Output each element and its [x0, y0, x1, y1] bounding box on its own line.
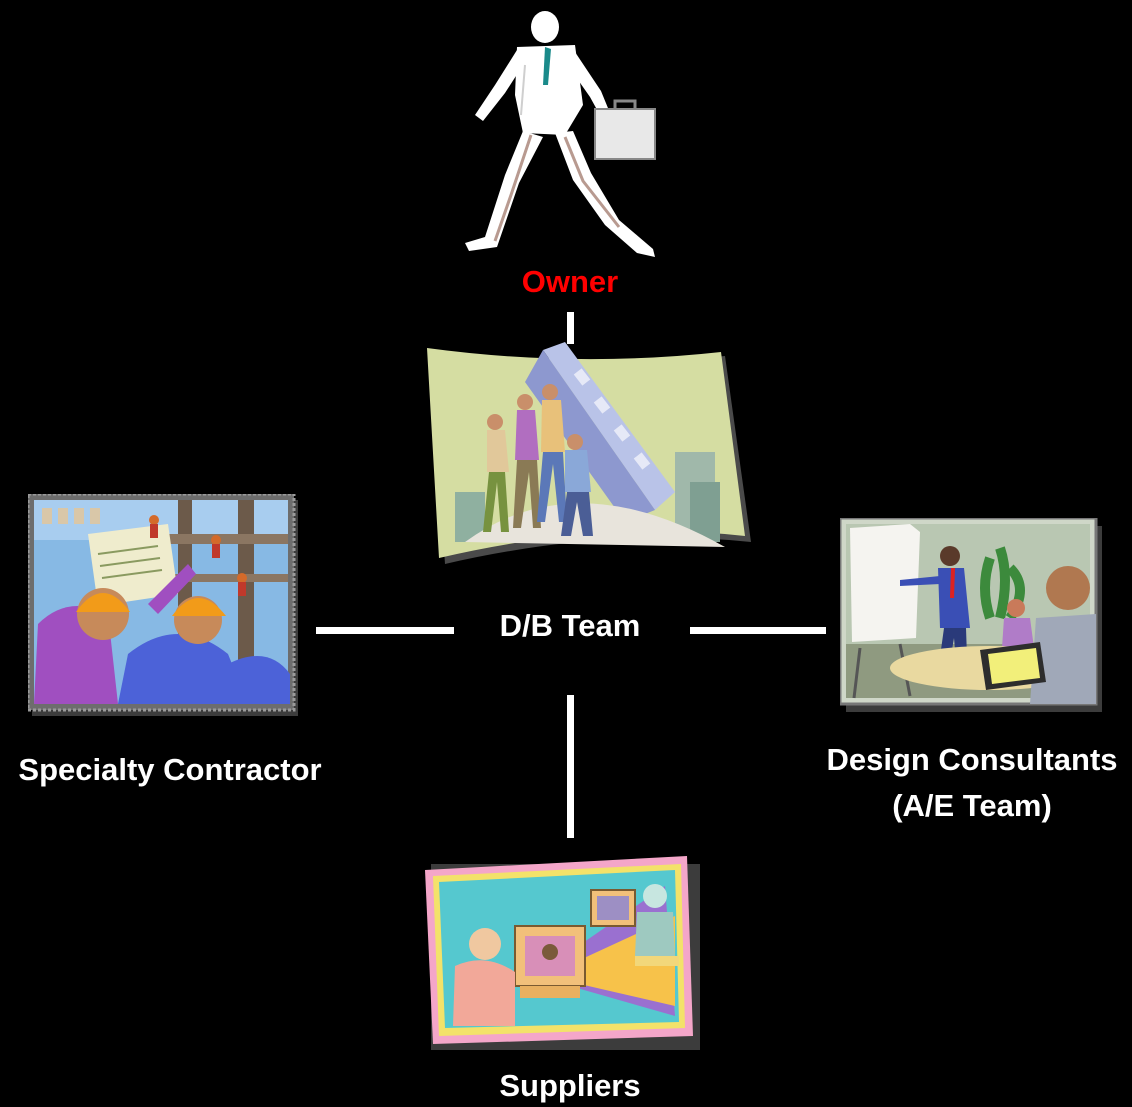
db-team-label: D/B Team — [499, 608, 641, 643]
specialty-db-connector — [316, 627, 454, 634]
db-suppliers-connector — [567, 695, 574, 838]
suppliers-label: Suppliers — [499, 1068, 641, 1103]
design-consultants-label-line1: Design Consultants — [826, 742, 1118, 777]
design-consultants-illustration-icon — [840, 518, 1102, 712]
owner-label: Owner — [521, 264, 619, 299]
owner-db-connector — [567, 312, 574, 344]
specialty-contractor-illustration-icon — [28, 494, 301, 718]
db-design-connector — [690, 627, 826, 634]
suppliers-illustration-icon — [425, 856, 700, 1050]
specialty-contractor-label: Specialty Contractor — [18, 752, 322, 787]
design-consultants-label-line2: (A/E Team) — [892, 788, 1052, 823]
owner-illustration-icon — [405, 5, 670, 263]
db-team-illustration-icon — [425, 342, 757, 572]
